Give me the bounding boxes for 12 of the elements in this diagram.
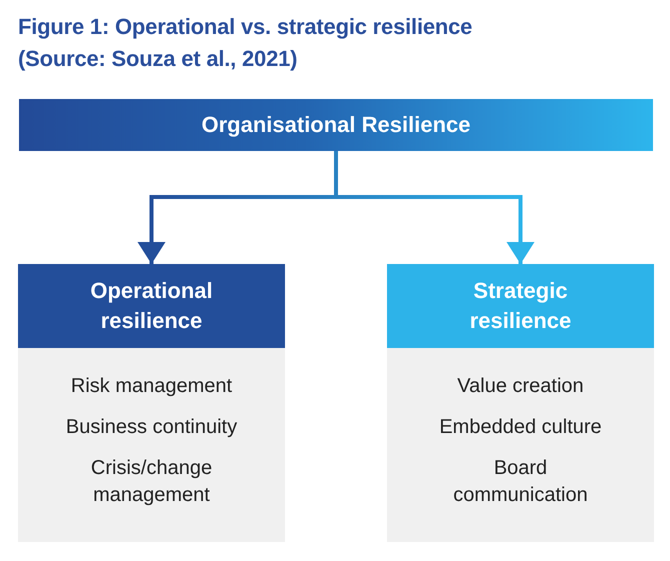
heading-banner: Organisational Resilience	[19, 99, 653, 151]
card-header: Strategic resilience	[387, 264, 654, 348]
list-item: Business continuity	[66, 415, 238, 440]
list-item: Embedded culture	[439, 415, 602, 440]
list-item: Risk management	[70, 374, 232, 399]
card-header: Operational resilience	[18, 264, 285, 348]
list-item: Board communication	[452, 456, 589, 508]
category-card	[18, 264, 285, 542]
category-card	[387, 264, 654, 542]
figure-title: Figure 1: Operational vs. strategic resilience (Source: Souza et al., 2021)	[18, 13, 474, 73]
list-item: Value creation	[457, 374, 584, 399]
list-item: Crisis/change management	[90, 456, 214, 508]
